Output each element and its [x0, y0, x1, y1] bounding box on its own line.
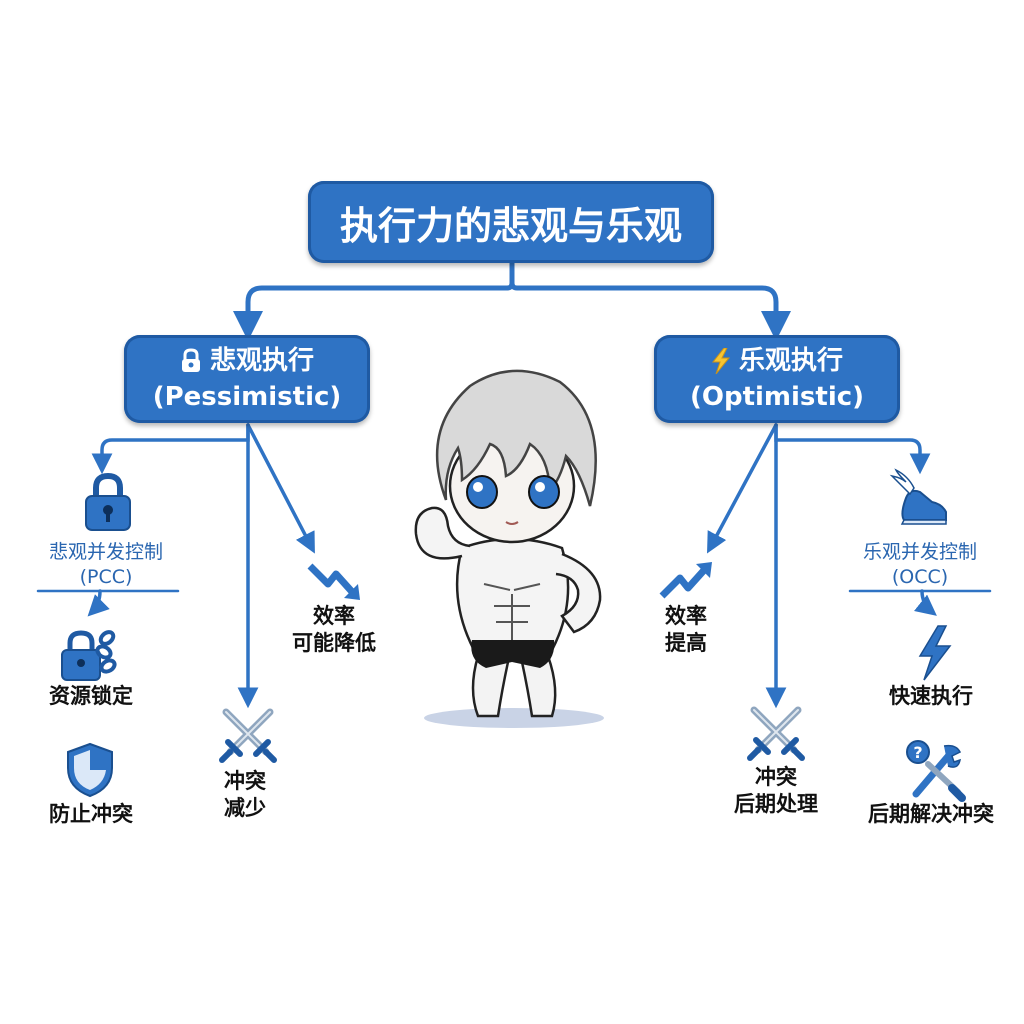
pcc-abbr: (PCC): [79, 566, 133, 588]
optimistic-node: 乐观执行 (Optimistic): [654, 335, 900, 423]
efficiency-title: 效率: [313, 604, 355, 628]
crossed-swords-icon: [747, 706, 805, 761]
optimistic-sub: (Optimistic): [689, 382, 865, 412]
pessimistic-label: 悲观执行: [209, 346, 314, 376]
winged-shoe-icon: [889, 468, 947, 525]
muscular-chibi-character: [414, 369, 604, 728]
optimistic-conflict-label: 冲突 后期处理: [726, 764, 826, 818]
resolve-later-label: 后期解决冲突: [868, 802, 994, 826]
optimistic-efficiency-label: 效率 提高: [646, 603, 726, 657]
conflict-detail: 减少: [224, 796, 266, 820]
title-connectors: [233, 260, 791, 341]
pcc-label: 悲观并发控制 (PCC): [36, 540, 176, 590]
lightning-icon: [711, 348, 731, 374]
occ-name: 乐观并发控制: [862, 541, 977, 563]
efficiency-title: 效率: [665, 604, 707, 628]
crossed-swords-icon: [219, 708, 277, 763]
pessimistic-sub: (Pessimistic): [152, 382, 342, 412]
conflict-title: 冲突: [755, 765, 797, 789]
pessimistic-efficiency-label: 效率 可能降低: [284, 603, 384, 657]
prevent-conflict-label: 防止冲突: [49, 802, 133, 826]
optimistic-label: 乐观执行: [738, 346, 843, 376]
lock-resources-label: 资源锁定: [49, 684, 133, 708]
conflict-detail: 后期处理: [734, 792, 818, 816]
lightning-icon: [918, 625, 952, 681]
efficiency-detail: 可能降低: [292, 631, 376, 655]
svg-text:?: ?: [913, 743, 922, 762]
conflict-title: 冲突: [224, 769, 266, 793]
pessimistic-node: 悲观执行 (Pessimistic): [124, 335, 370, 423]
pessimistic-conflict-label: 冲突 减少: [210, 768, 280, 822]
arrow-up-trend-icon: [659, 562, 712, 599]
lock-icon: [181, 348, 200, 372]
optimistic-connectors: [707, 423, 992, 709]
pessimistic-connectors: [36, 423, 315, 709]
occ-label: 乐观并发控制 (OCC): [850, 540, 990, 590]
occ-abbr: (OCC): [891, 566, 949, 588]
lock-chain-icon: [61, 630, 117, 681]
pcc-name: 悲观并发控制: [48, 541, 163, 563]
title-text: 执行力的悲观与乐观: [339, 203, 682, 248]
diagram-title: 执行力的悲观与乐观: [308, 181, 714, 263]
padlock-icon: [85, 472, 131, 531]
arrow-down-trend-icon: [307, 563, 360, 600]
tools-icon: ?: [906, 740, 966, 802]
shield-icon: [67, 742, 113, 798]
efficiency-detail: 提高: [665, 631, 707, 655]
fast-execution-label: 快速执行: [889, 684, 973, 708]
